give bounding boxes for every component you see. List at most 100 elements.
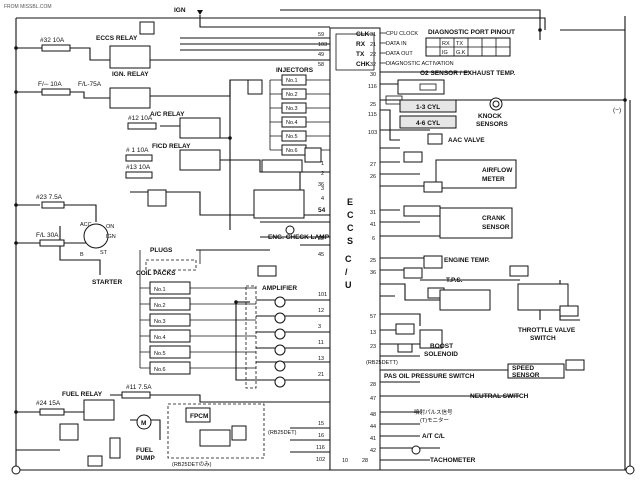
fpcm-resistor bbox=[199, 429, 231, 447]
ground-left bbox=[11, 465, 21, 475]
ecu-right-pin: 57 bbox=[370, 314, 376, 320]
ecu-label-1d: S bbox=[347, 236, 353, 246]
coil-1-label: No.1 bbox=[154, 287, 166, 293]
coil-4-label: No.4 bbox=[154, 335, 166, 341]
cyl-4-6-label: 4-6 CYL bbox=[416, 120, 440, 127]
fuse-9-label: #11 7.5A bbox=[126, 384, 152, 391]
fpcm-note-2: (RB25DETのみ) bbox=[172, 461, 212, 468]
speed-sensor bbox=[507, 363, 565, 379]
ignition-switch bbox=[83, 223, 109, 249]
injector-6-label: No.6 bbox=[286, 148, 298, 154]
ecu-right-pin: 30 bbox=[370, 72, 376, 78]
ecu-right-pin: 115 bbox=[368, 112, 377, 118]
junction-dot bbox=[538, 28, 542, 32]
aac-valve bbox=[427, 133, 443, 145]
ecu-label-1b: C bbox=[347, 210, 354, 220]
ac-relay bbox=[179, 117, 221, 139]
ecu-label-2a: C bbox=[345, 254, 352, 264]
relay-connector-x bbox=[147, 189, 167, 207]
knock-label-1: KNOCK bbox=[478, 113, 502, 120]
engine-temp-sensor bbox=[423, 255, 443, 269]
credit-text: FROM MISSBL.COM bbox=[4, 4, 52, 10]
ecu-bottom-pin: 10 bbox=[342, 458, 348, 464]
ecu-right-pin: 6 bbox=[372, 236, 375, 242]
aac-label: AAC VALVE bbox=[448, 137, 485, 144]
ecu-top-section bbox=[335, 33, 375, 71]
fpcm-label: FPCM bbox=[190, 413, 208, 420]
o2-sensor bbox=[397, 79, 445, 95]
amp-transistor-5 bbox=[274, 360, 286, 372]
ecu-left-pin: 21 bbox=[318, 372, 324, 378]
ecu-right-pin: 103 bbox=[368, 130, 377, 136]
junction-dot bbox=[234, 300, 238, 304]
afm-connector-2 bbox=[423, 181, 443, 193]
tach-icon bbox=[411, 445, 421, 455]
fuel-group: M FUEL PUMP FPCM (RB25DET) (RB25DETのみ) bbox=[11, 403, 297, 475]
ficd-relay-label: FICD RELAY bbox=[152, 143, 191, 150]
fuel-pump-label-1: FUEL bbox=[136, 447, 153, 454]
coil-2-label: No.2 bbox=[154, 303, 166, 309]
ecu-left-pin: 12 bbox=[318, 308, 324, 314]
fuse-6-label: #13 10A bbox=[126, 164, 151, 171]
plugs-label: PLUGS bbox=[150, 247, 173, 254]
ecu-left-pins: 1 2 3 4 36 54 22 45 101 12 3 11 13 21 15… bbox=[316, 161, 327, 463]
fuel-pump-motor bbox=[136, 414, 152, 430]
junction-dot bbox=[14, 90, 18, 94]
injector-connector bbox=[247, 79, 263, 95]
pin-103: 103 bbox=[318, 42, 327, 48]
ecu-right-pin: 23 bbox=[370, 344, 376, 350]
injectors-title: INJECTORS bbox=[276, 67, 314, 74]
boost-label-2: SOLENOID bbox=[424, 351, 458, 358]
fuse-2 bbox=[41, 88, 71, 96]
rx-pin: RX bbox=[356, 41, 366, 48]
fuel-relay-connector bbox=[59, 423, 79, 441]
ecu-right-pin: 25 bbox=[370, 102, 376, 108]
ign-switch-label: IGN bbox=[106, 234, 116, 240]
diag-tx: TX bbox=[456, 41, 463, 47]
rx-num: 21 bbox=[370, 42, 376, 48]
crank-label-2: SENSOR bbox=[482, 224, 510, 231]
fuel-pump-m: M bbox=[141, 420, 146, 427]
eccs-relay-label: ECCS RELAY bbox=[96, 35, 138, 42]
junction-dot bbox=[14, 410, 18, 414]
airflow-meter bbox=[435, 159, 517, 189]
amp-transistor-4 bbox=[274, 344, 286, 356]
ecu-right-pin: 25 bbox=[370, 258, 376, 264]
injector-group: INJECTORS No.1 No.2 No.3 No.4 No.5 No.6 bbox=[247, 67, 330, 163]
ecu-right-pins: 30 116 25 115 103 27 26 31 41 6 25 36 57… bbox=[342, 72, 377, 464]
ecu-group: E C C S C / U bbox=[329, 27, 381, 471]
ignition-group: PLUGS COIL PACKS No.1 No.2 No.3 No.4 No.… bbox=[136, 247, 256, 375]
junction-dot bbox=[14, 46, 18, 50]
fuse-2-label: F/─ 10A bbox=[38, 81, 62, 88]
throttle-label-2: SWITCH bbox=[530, 335, 556, 342]
fuse-8-label: F/L 30A bbox=[36, 232, 59, 239]
b-label: B bbox=[80, 252, 84, 258]
pin-58: 58 bbox=[318, 62, 324, 68]
amp-transistor-2 bbox=[274, 312, 286, 324]
o2-title: O2 SENSOR / EXHAUST TEMP. bbox=[420, 70, 515, 77]
ecu-right-pin: 42 bbox=[370, 448, 376, 454]
clk-num: 31 bbox=[370, 32, 376, 38]
st-label: ST bbox=[100, 250, 108, 256]
crank-label-1: CRANK bbox=[482, 215, 506, 222]
tach-note: 噴射パルス信号 bbox=[414, 408, 453, 416]
amp-transistor-6 bbox=[274, 376, 286, 388]
ecu-left-pin: 11 bbox=[318, 340, 324, 346]
engine-temp-connector bbox=[403, 267, 423, 279]
coil-6-label: No.6 bbox=[154, 367, 166, 373]
amp-transistor-1 bbox=[274, 296, 286, 308]
fuse-4-label: #12 10A bbox=[128, 115, 153, 122]
fuse-group: #32 10A F/─ 10A F/L-75A #12 10A # 1 10A … bbox=[36, 37, 157, 416]
fuse-5-label: # 1 10A bbox=[126, 147, 149, 154]
fuse-10-label: #24 15A bbox=[36, 400, 61, 407]
ps-switch-label: PAS OIL PRESSURE SWITCH bbox=[384, 373, 475, 380]
eng-check-lamp bbox=[285, 225, 295, 235]
ecu-left-pin: 101 bbox=[318, 292, 327, 298]
fuel-relay-label: FUEL RELAY bbox=[62, 391, 103, 398]
cyl-1-3-label: 1-3 CYL bbox=[416, 104, 440, 111]
amplifier-frame bbox=[245, 285, 257, 389]
knock-label-2: SENSORS bbox=[476, 121, 508, 128]
ecu-label-2b: / bbox=[345, 267, 348, 277]
junctions bbox=[14, 28, 627, 414]
tachometer-label: TACHOMETER bbox=[430, 457, 476, 464]
